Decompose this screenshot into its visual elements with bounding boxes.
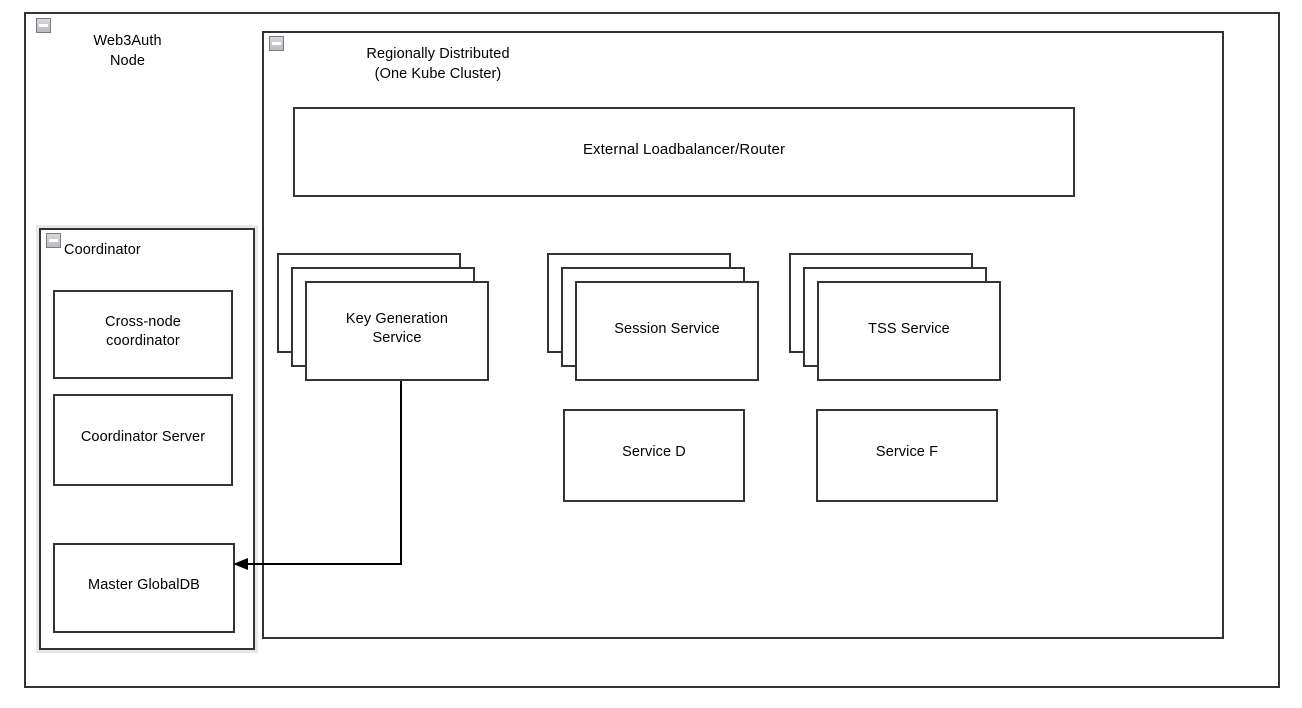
external-loadbalancer-label: External Loadbalancer/Router — [582, 140, 786, 158]
master-globaldb-label: Master GlobalDB — [88, 576, 200, 593]
keygen-to-master-globaldb-connector — [243, 381, 402, 565]
web3auth-node-collapse-icon[interactable] — [36, 18, 51, 33]
web3auth-node-label: Web3Auth Node — [93, 33, 162, 69]
kube-cluster-collapse-icon[interactable] — [269, 36, 284, 51]
service-d-node[interactable]: Service D — [563, 409, 745, 502]
tss-service-replica-1[interactable]: TSS Service — [817, 281, 1001, 381]
keygen-to-master-globaldb-arrowhead — [233, 558, 248, 570]
cross-node-coordinator-label: Cross-node coordinator — [105, 313, 181, 349]
key-generation-service-replica-1[interactable]: Key Generation Service — [305, 281, 489, 381]
service-d-label: Service D — [622, 444, 686, 460]
cross-node-coordinator-node[interactable]: Cross-node coordinator — [53, 290, 233, 379]
external-loadbalancer-node[interactable]: External Loadbalancer/Router — [293, 107, 1075, 197]
key-generation-service-stack[interactable]: Key Generation Service — [277, 253, 489, 381]
coordinator-server-label: Coordinator Server — [80, 428, 206, 445]
service-f-node[interactable]: Service F — [816, 409, 998, 502]
session-service-label: Session Service — [614, 320, 720, 337]
kube-cluster-label: Regionally Distributed (One Kube Cluster… — [366, 46, 510, 82]
coordinator-collapse-icon[interactable] — [46, 233, 61, 248]
coordinator-server-node[interactable]: Coordinator Server — [53, 394, 233, 486]
key-generation-service-label: Key Generation Service — [345, 311, 449, 346]
tss-service-stack[interactable]: TSS Service — [789, 253, 1001, 381]
master-globaldb-node[interactable]: Master GlobalDB — [53, 543, 235, 633]
tss-service-label: TSS Service — [868, 320, 950, 337]
service-f-label: Service F — [875, 444, 939, 460]
session-service-stack[interactable]: Session Service — [547, 253, 759, 381]
session-service-replica-1[interactable]: Session Service — [575, 281, 759, 381]
coordinator-label: Coordinator — [64, 242, 141, 258]
